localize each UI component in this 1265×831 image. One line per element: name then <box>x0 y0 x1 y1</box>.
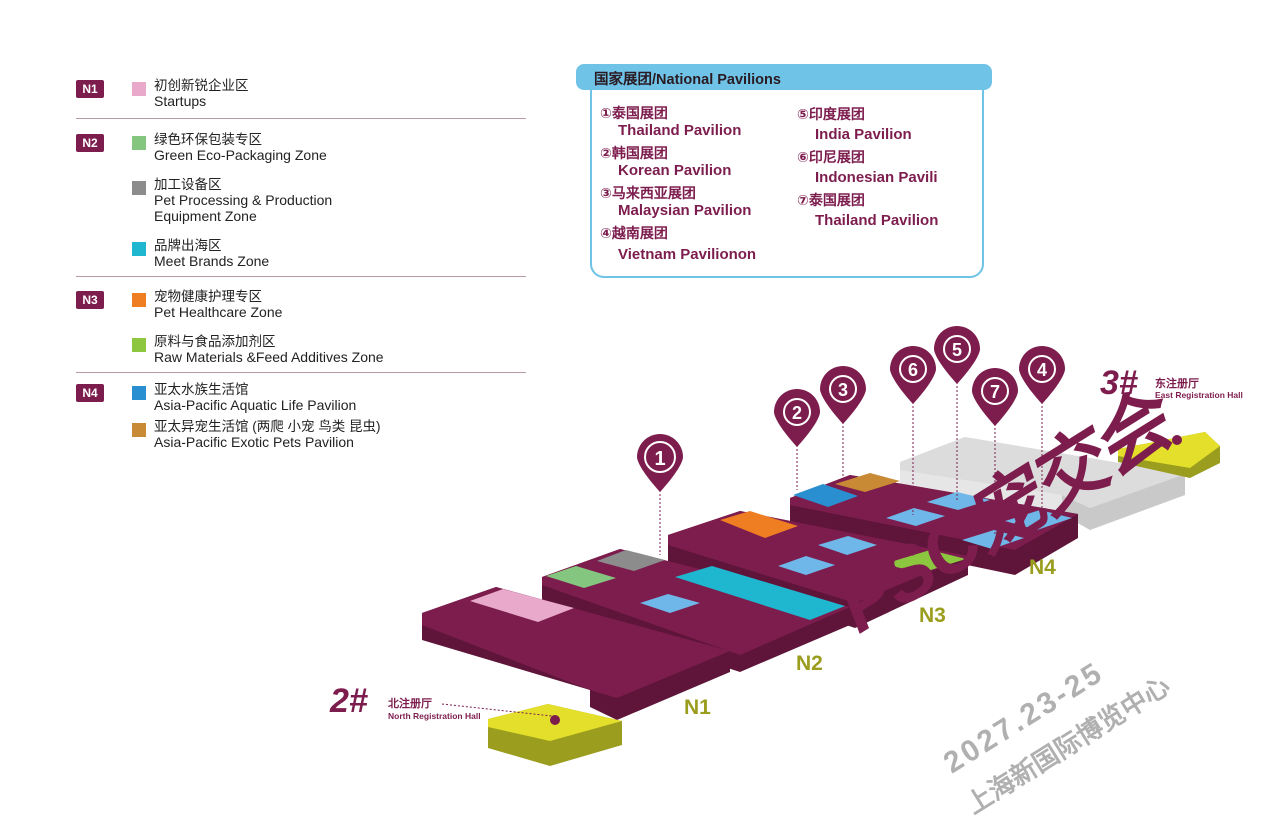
svg-text:7: 7 <box>990 382 1000 402</box>
north-registration-number: 2# <box>330 682 368 720</box>
zone-legend: N1 初创新锐企业区 Startups N2 绿色环保包装专区 Green Ec… <box>76 78 526 451</box>
zone-label-zh: 亚太异宠生活馆 (两爬 小宠 鸟类 昆虫) <box>154 419 381 434</box>
legend-item-healthcare: N3 宠物健康护理专区 Pet Healthcare Zone <box>76 289 526 321</box>
hall-label-n2: N2 <box>796 652 823 675</box>
zone-label-zh: 绿色环保包装专区 <box>154 131 262 147</box>
color-swatch-aquatic <box>132 385 146 400</box>
blue-zone-n4-b <box>886 508 945 526</box>
legend-item-raw-materials: 原料与食品添加剂区 Raw Materials &Feed Additives … <box>76 334 526 366</box>
zone-label-zh: 原料与食品添加剂区 <box>154 334 276 349</box>
raw-materials-zone <box>884 550 966 573</box>
startups-zone <box>470 589 574 622</box>
color-swatch-startups <box>132 82 146 96</box>
eco-packaging-zone <box>546 566 616 588</box>
east-registration-zh: 东注册厅 <box>1155 378 1199 390</box>
hall-label-n3: N3 <box>919 604 946 627</box>
north-registration-zh: 北注册厅 <box>388 698 432 710</box>
aquatic-zone <box>793 484 858 507</box>
legend-item-startups: N1 初创新锐企业区 Startups <box>76 78 526 110</box>
north-registration-block <box>441 703 622 766</box>
legend-item-meet-brands: 品牌出海区 Meet Brands Zone <box>76 238 526 270</box>
hall-badge-n1: N1 <box>76 80 104 98</box>
pavilion-pin-7[interactable]: 7 <box>972 368 1018 535</box>
zone-label-zh: 加工设备区 <box>154 177 222 192</box>
hall-n1 <box>422 587 730 720</box>
healthcare-zone <box>720 511 798 538</box>
blue-zone-n3-a <box>818 536 877 555</box>
legend-group-n1: N1 初创新锐企业区 Startups <box>76 78 526 118</box>
svg-text:3: 3 <box>838 380 848 400</box>
color-swatch-raw-materials <box>132 338 146 352</box>
svg-text:6: 6 <box>908 360 918 380</box>
hall-n3 <box>668 511 968 628</box>
zone-label-zh: 亚太水族生活馆 <box>154 381 249 397</box>
meet-brands-zone <box>675 566 845 620</box>
national-pavilions-header <box>576 64 992 90</box>
svg-text:2: 2 <box>792 403 802 423</box>
exotic-zone <box>835 473 900 492</box>
svg-text:5: 5 <box>952 340 962 360</box>
pavilion-pin-4[interactable]: 4 <box>1019 346 1065 515</box>
zone-label-en: Meet Brands Zone <box>154 253 270 269</box>
pavilion-pin-1[interactable]: 1 <box>637 434 683 555</box>
blue-zone-n4-d <box>962 530 1024 549</box>
legend-group-n4: N4 亚太水族生活馆 Asia-Pacific Aquatic Life Pav… <box>76 371 526 451</box>
hall-label-n4: N4 <box>1029 556 1056 579</box>
pavilion-pin-5[interactable]: 5 <box>934 326 980 500</box>
blue-zone-n3-b <box>778 556 835 575</box>
zone-label-en: Startups <box>154 93 207 109</box>
color-swatch-meet-brands <box>132 242 146 256</box>
hall-badge-n3: N3 <box>76 290 104 309</box>
east-registration-en: East Registration Hall <box>1155 390 1243 400</box>
hall-n2 <box>542 549 850 672</box>
zone-label-en: Asia-Pacific Exotic Pets Pavilion <box>154 434 354 450</box>
color-swatch-healthcare <box>132 292 146 307</box>
svg-text:4: 4 <box>1037 360 1047 380</box>
hall-badge-n4: N4 <box>76 383 104 402</box>
pavilion-pin-3[interactable]: 3 <box>820 366 866 478</box>
north-registration-en: North Registration Hall <box>388 711 481 721</box>
national-pavilions-title: 国家展团/National Pavilions <box>594 72 781 88</box>
legend-group-n2: N2 绿色环保包装专区 Green Eco-Packaging Zone 加工设… <box>76 117 526 276</box>
east-registration-number: 3# <box>1100 364 1138 402</box>
zone-label-zh: 品牌出海区 <box>154 238 222 253</box>
legend-item-exotic: 亚太异宠生活馆 (两爬 小宠 鸟类 昆虫) Asia-Pacific Exoti… <box>76 419 526 451</box>
color-swatch-exotic <box>132 423 146 437</box>
processing-zone <box>597 550 665 571</box>
blue-zone-n2 <box>640 594 700 613</box>
blue-zone-n4-a <box>927 492 990 510</box>
blue-zone-n4-c <box>1005 510 1072 530</box>
pavilion-pin-2[interactable]: 2 <box>774 389 820 490</box>
east-registration-marker <box>1172 435 1182 445</box>
color-swatch-eco-packaging <box>132 135 146 150</box>
pavilion-pin-6[interactable]: 6 <box>890 346 936 515</box>
legend-item-eco-packaging: N2 绿色环保包装专区 Green Eco-Packaging Zone <box>76 132 526 164</box>
hall-n4 <box>790 473 1078 575</box>
legend-item-aquatic: N4 亚太水族生活馆 Asia-Pacific Aquatic Life Pav… <box>76 382 526 414</box>
legend-group-n3: N3 宠物健康护理专区 Pet Healthcare Zone 原料与食品添加剂… <box>76 275 526 372</box>
hall-label-n1: N1 <box>684 696 711 719</box>
zone-label-zh: 初创新锐企业区 <box>154 78 249 93</box>
zone-label-en: Raw Materials &Feed Additives Zone <box>154 349 384 365</box>
zone-label-en: Asia-Pacific Aquatic Life Pavilion <box>154 396 357 413</box>
color-swatch-processing <box>132 181 146 195</box>
zone-label-zh: 宠物健康护理专区 <box>154 288 262 304</box>
svg-text:1: 1 <box>654 448 665 470</box>
east-registration-block <box>1118 432 1220 478</box>
north-registration-marker <box>550 715 560 725</box>
zone-label-en: Green Eco-Packaging Zone <box>154 146 327 163</box>
hall-badge-n2: N2 <box>76 133 104 152</box>
zone-label-en: Pet Healthcare Zone <box>154 303 283 320</box>
